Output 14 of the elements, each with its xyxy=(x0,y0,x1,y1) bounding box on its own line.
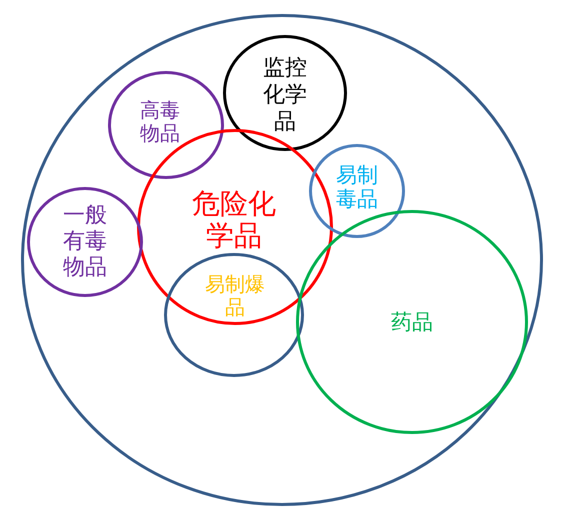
category-label: 高毒物品 xyxy=(139,99,181,145)
category-circle xyxy=(27,187,143,297)
category-label: 危险化学品 xyxy=(191,188,277,252)
category-circle xyxy=(309,144,405,238)
category-circle xyxy=(223,35,347,151)
category-label: 易制毒品 xyxy=(335,163,379,211)
enclosing-circle xyxy=(21,14,543,506)
category-circle xyxy=(164,253,304,377)
category-label: 监控化学品 xyxy=(262,54,308,136)
category-label: 一般有毒物品 xyxy=(62,203,108,281)
category-label: 易制爆品 xyxy=(204,273,266,319)
category-circle xyxy=(296,210,528,434)
category-label: 药品 xyxy=(390,309,434,335)
category-circle xyxy=(108,71,224,179)
